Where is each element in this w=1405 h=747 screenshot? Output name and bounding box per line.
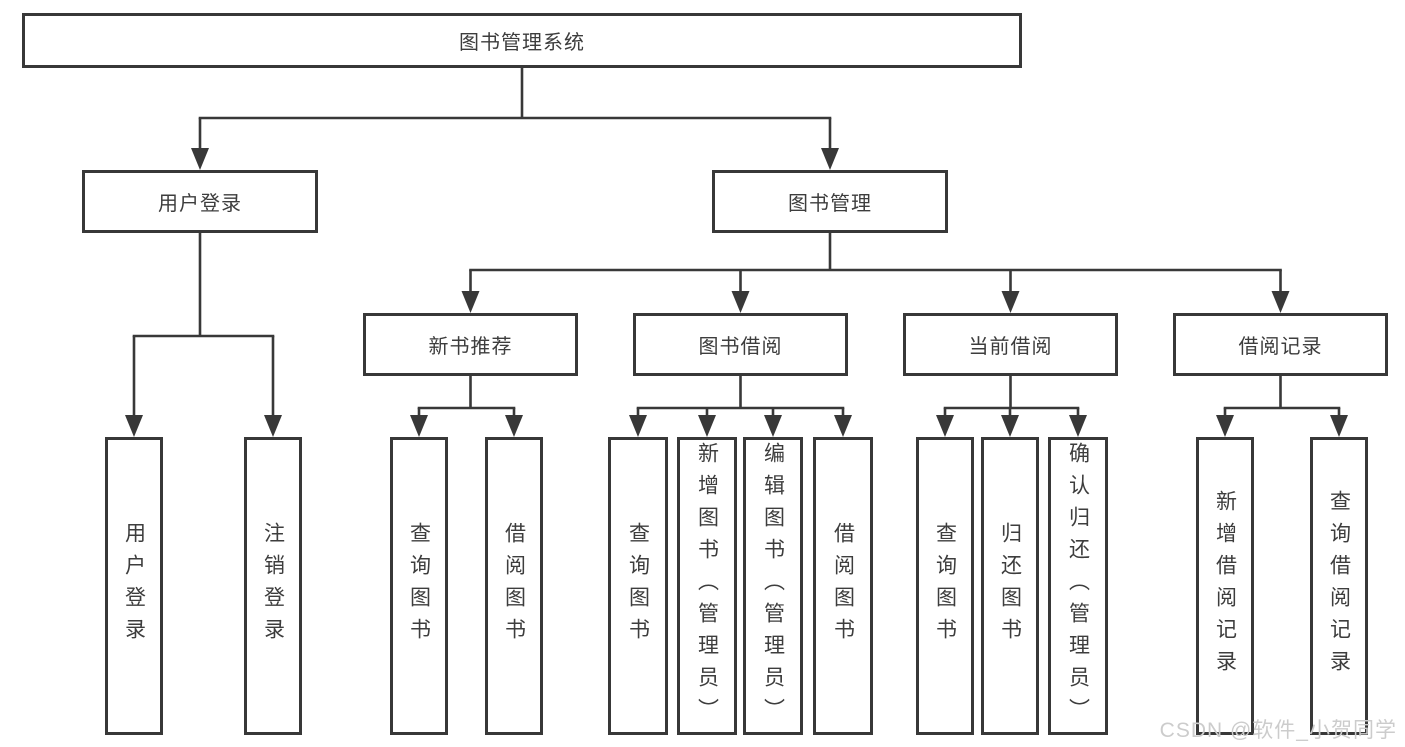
node-recommend: 新书推荐	[363, 313, 578, 376]
node-cur-return: 归还图书	[981, 437, 1039, 735]
node-label-rec2-add: 新增借阅记录	[1213, 490, 1237, 682]
node-label-borrow: 图书借阅	[698, 336, 783, 358]
arrowhead-icon	[936, 415, 954, 437]
arrowhead-icon	[125, 415, 143, 437]
node-records: 借阅记录	[1173, 313, 1388, 376]
node-label-bor-edit: 编辑图书（管理员）	[761, 442, 785, 730]
node-label-current: 当前借阅	[968, 336, 1053, 358]
arrowhead-icon	[764, 415, 782, 437]
node-rec-borrow: 借阅图书	[485, 437, 543, 735]
watermark: CSDN @软件_小贺同学	[1159, 719, 1397, 742]
node-cur-confirm: 确认归还（管理员）	[1048, 437, 1108, 735]
node-bor-borrow: 借阅图书	[813, 437, 873, 735]
arrowhead-icon	[1069, 415, 1087, 437]
arrowhead-icon	[731, 291, 750, 313]
arrowhead-icon	[410, 415, 428, 437]
node-label-login-user: 用户登录	[122, 522, 146, 650]
node-label-root: 图书管理系统	[459, 32, 585, 54]
node-label-rec2-query: 查询借阅记录	[1327, 490, 1351, 682]
node-rec-query: 查询图书	[390, 437, 448, 735]
node-rec2-add: 新增借阅记录	[1196, 437, 1254, 735]
arrowhead-icon	[821, 148, 839, 170]
node-login-logout: 注销登录	[244, 437, 302, 735]
node-label-login-logout: 注销登录	[261, 522, 285, 650]
arrowhead-icon	[461, 291, 480, 313]
arrowhead-icon	[1001, 291, 1020, 313]
node-mgmt: 图书管理	[712, 170, 948, 233]
node-bor-add: 新增图书（管理员）	[677, 437, 737, 735]
node-label-cur-confirm: 确认归还（管理员）	[1066, 442, 1090, 730]
arrowhead-icon	[1001, 415, 1019, 437]
node-label-bor-borrow: 借阅图书	[831, 522, 855, 650]
node-cur-query: 查询图书	[916, 437, 974, 735]
node-label-mgmt: 图书管理	[788, 193, 872, 215]
node-label-rec-borrow: 借阅图书	[502, 522, 526, 650]
arrowhead-icon	[191, 148, 209, 170]
arrowhead-icon	[1330, 415, 1348, 437]
arrowhead-icon	[834, 415, 852, 437]
node-label-login: 用户登录	[158, 193, 242, 215]
node-root: 图书管理系统	[22, 13, 1022, 68]
node-label-rec-query: 查询图书	[407, 522, 431, 650]
arrowhead-icon	[505, 415, 523, 437]
arrowhead-icon	[629, 415, 647, 437]
node-current: 当前借阅	[903, 313, 1118, 376]
node-label-recommend: 新书推荐	[428, 336, 513, 358]
node-bor-edit: 编辑图书（管理员）	[743, 437, 803, 735]
node-rec2-query: 查询借阅记录	[1310, 437, 1368, 735]
node-label-bor-add: 新增图书（管理员）	[695, 442, 719, 730]
node-login: 用户登录	[82, 170, 318, 233]
node-borrow: 图书借阅	[633, 313, 848, 376]
node-login-user: 用户登录	[105, 437, 163, 735]
node-bor-query: 查询图书	[608, 437, 668, 735]
arrowhead-icon	[1271, 291, 1290, 313]
node-label-cur-return: 归还图书	[998, 522, 1022, 650]
node-label-bor-query: 查询图书	[626, 522, 650, 650]
arrowhead-icon	[264, 415, 282, 437]
node-label-cur-query: 查询图书	[933, 522, 957, 650]
arrowhead-icon	[1216, 415, 1234, 437]
node-label-records: 借阅记录	[1238, 336, 1323, 358]
arrowhead-icon	[698, 415, 716, 437]
